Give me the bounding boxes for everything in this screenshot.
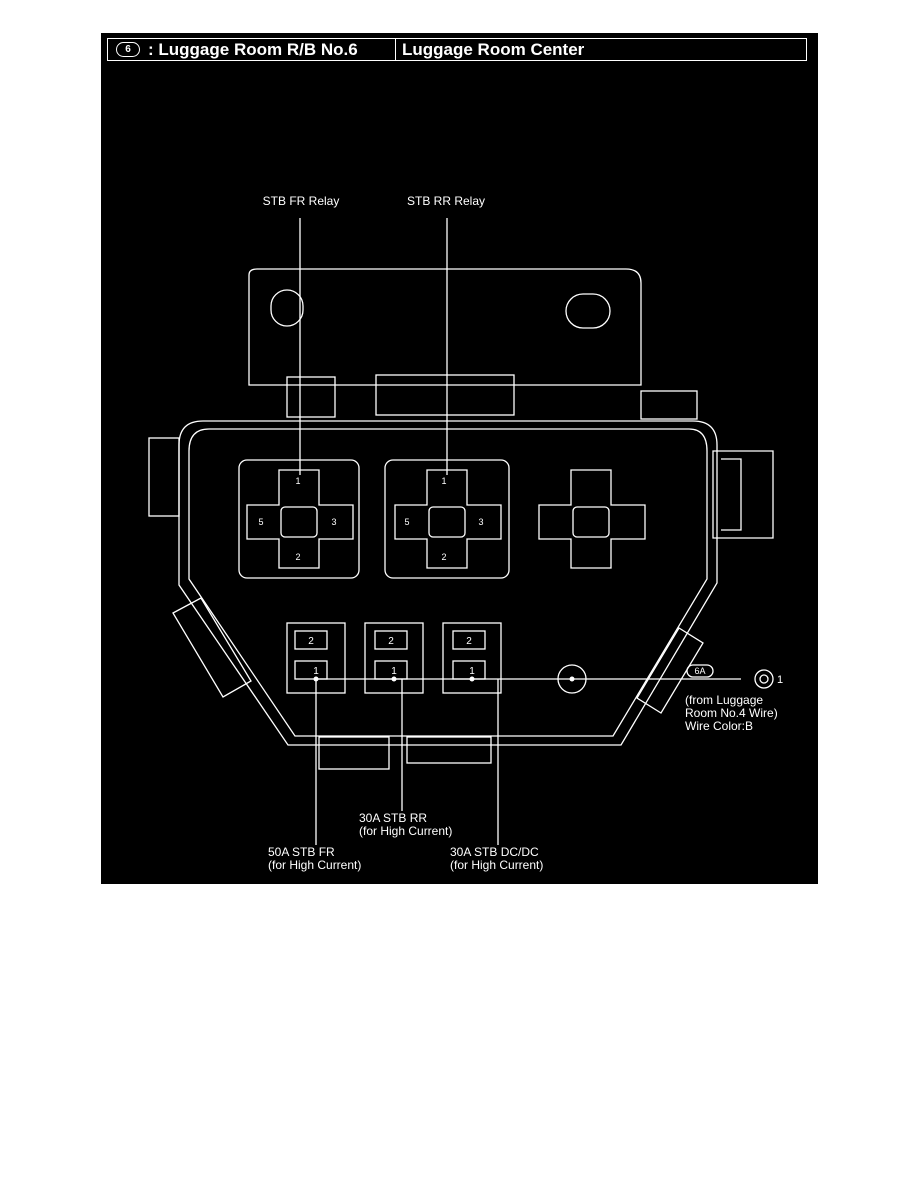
- fuse-1-sublabel: (for High Current): [268, 858, 361, 872]
- connector-note-2: Room No.4 Wire): [685, 706, 778, 720]
- fuse-1-pin-bottom: 1: [313, 666, 319, 677]
- ring-terminal-pin: 1: [777, 674, 783, 686]
- connector-note-1: (from Luggage: [685, 693, 763, 707]
- relay-socket-1: [238, 459, 360, 579]
- relay-1-pin-bottom: 2: [295, 552, 300, 562]
- diagram-header: 6 : Luggage Room R/B No.6 Luggage Room C…: [107, 38, 807, 61]
- relay-label-2: STB RR Relay: [407, 194, 485, 208]
- right-side-connector: [712, 450, 774, 539]
- header-left-cell: 6 : Luggage Room R/B No.6: [108, 39, 396, 60]
- relay-2-pin-right: 3: [478, 517, 483, 527]
- header-title: : Luggage Room R/B No.6: [148, 39, 358, 59]
- connector-tag: 6A: [694, 666, 705, 676]
- relay-1-pin-right: 3: [331, 517, 336, 527]
- relay-1-pin-top: 1: [295, 476, 300, 486]
- fuse-box-diagram: 6 : Luggage Room R/B No.6 Luggage Room C…: [101, 33, 818, 884]
- fuse-3-sublabel: (for High Current): [450, 858, 543, 872]
- left-angled-connector: [172, 597, 252, 698]
- ring-terminal: [754, 669, 774, 689]
- top-clip-center: [375, 374, 515, 416]
- connector-note-3: Wire Color:B: [685, 719, 753, 733]
- fuse-2-pin-top: 2: [388, 636, 394, 647]
- fuse-3-label: 30A STB DC/DC: [450, 845, 539, 859]
- bottom-tab-center: [406, 736, 492, 764]
- mounting-bracket: [248, 268, 642, 386]
- top-clip-left: [286, 376, 336, 418]
- relay-2-pin-top: 1: [441, 476, 446, 486]
- bottom-tab-left: [318, 736, 390, 770]
- relay-label-1: STB FR Relay: [263, 194, 340, 208]
- mount-hole-right: [565, 293, 611, 329]
- mount-hole-left: [270, 289, 304, 327]
- fuse-3-pin-bottom: 1: [469, 666, 475, 677]
- diagram-drawing: STB FR Relay STB RR Relay 1 2 5 3 1 2 5 …: [148, 194, 783, 872]
- fuse-1-label: 50A STB FR: [268, 845, 335, 859]
- fuse-block-3: [442, 622, 502, 694]
- left-side-tab: [148, 437, 180, 517]
- relay-2-pin-bottom: 2: [441, 552, 446, 562]
- relay-socket-3: [538, 469, 646, 569]
- relay-2-pin-left: 5: [404, 517, 409, 527]
- fuse-2-pin-bottom: 1: [391, 666, 397, 677]
- fuse-3-pin-top: 2: [466, 636, 472, 647]
- fuse-2-label: 30A STB RR: [359, 811, 427, 825]
- connector-badge: 6: [116, 42, 140, 57]
- right-angled-connector: [636, 627, 704, 714]
- header-location: Luggage Room Center: [402, 39, 585, 59]
- fuse-2-sublabel: (for High Current): [359, 824, 452, 838]
- fuse-block-2: [364, 622, 424, 694]
- relay-1-pin-left: 5: [258, 517, 263, 527]
- main-housing: [178, 420, 718, 746]
- connector-tag-outline: [686, 664, 714, 678]
- fuse-1-pin-top: 2: [308, 636, 314, 647]
- top-clip-right: [640, 390, 698, 420]
